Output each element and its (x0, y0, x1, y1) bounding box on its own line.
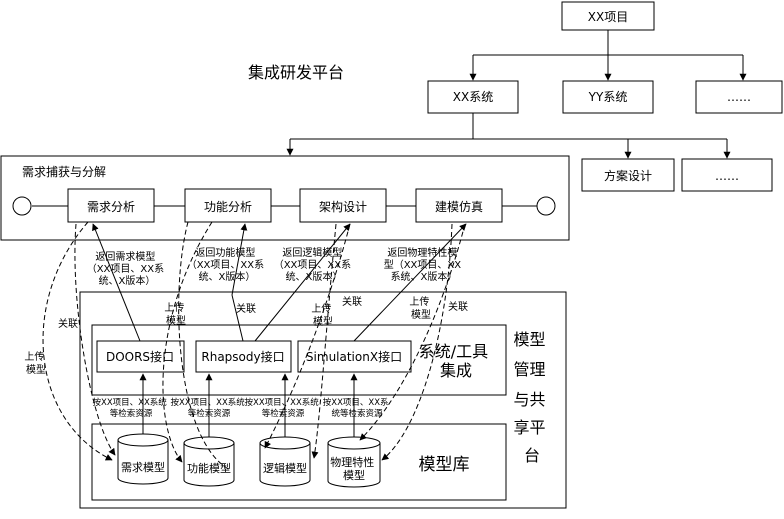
stage-requirements-analysis[interactable] (67, 188, 155, 223)
model-library: 模型库 需求模型 功能模型 逻辑模型 物理特性 模型 (91, 423, 507, 501)
associate-label-2: 关联 (236, 302, 256, 315)
level3-more-label: …… (715, 169, 739, 183)
dashed-connectors (42, 221, 466, 471)
rhapsody-interface-label: Rhapsody接口 (201, 349, 284, 364)
requirements-panel-title: 需求捕获与分解 (22, 164, 106, 179)
stage-function-analysis[interactable] (184, 188, 272, 223)
function-model-db[interactable]: 功能模型 (183, 436, 235, 487)
upload-label-1: 上传 模型 (24, 351, 47, 376)
system-node-more[interactable] (695, 80, 783, 114)
stage-function-analysis-label: 功能分析 (204, 200, 252, 214)
search-note-1: 按XX项目、XX系统 等检索资源 (93, 397, 170, 419)
physical-model-db[interactable]: 物理特性 模型 (327, 436, 381, 488)
upload-label-2: 上传 模型 (164, 302, 187, 327)
stage-modeling-simulation[interactable] (415, 188, 503, 223)
system-node-yy[interactable] (562, 80, 654, 114)
stage-modeling-simulation-label: 建模仿真 (435, 200, 483, 214)
flow-end-node (536, 196, 556, 216)
return-note-function: 返回功能模型 （XX项目、XX系 统、X版本） (187, 246, 268, 283)
rhapsody-interface[interactable] (195, 340, 292, 373)
interfaces-panel: DOORS接口 Rhapsody接口 SimulationX接口 系统/工具 集… (91, 324, 507, 396)
associate-label-3: 关联 (342, 295, 362, 308)
model-library-title: 模型库 (419, 455, 470, 475)
edge-labels: 上传 模型 关联 上传 模型 关联 上传 模型 关联 上传 模型 关联 (24, 295, 468, 376)
return-note-requirements: 返回需求模型 （XX项目、XX系 统、X版本） (87, 250, 168, 287)
level3-more-node[interactable] (681, 158, 773, 192)
associate-label-4: 关联 (448, 300, 468, 313)
search-note-3: 按XX项目、XX系统 等检索资源 (245, 397, 322, 419)
project-node-label: XX项目 (588, 10, 628, 24)
function-model-label: 功能模型 (187, 461, 231, 475)
flow-start-node (12, 196, 32, 216)
associate-label-1: 关联 (58, 317, 78, 330)
return-notes: 返回需求模型 （XX项目、XX系 统、X版本） 返回功能模型 （XX项目、XX系… (87, 246, 465, 287)
project-node-box[interactable] (561, 1, 655, 31)
doors-interface[interactable] (96, 340, 185, 373)
simulationx-interface-label: SimulationX接口 (306, 349, 402, 364)
stage-architecture-design-label: 架构设计 (319, 199, 367, 214)
logic-model-db[interactable]: 逻辑模型 (259, 436, 311, 487)
requirements-model-db[interactable]: 需求模型 (117, 433, 169, 485)
requirements-panel: 需求捕获与分解 需求分析 功能分析 架构设计 建模仿真 (0, 155, 570, 241)
doors-interface-label: DOORS接口 (106, 349, 174, 364)
search-note-4: 按XX项目、XX系 统等检索资源 (323, 397, 392, 419)
model-platform-side-title: 模型 管理 与共 享平 台 (513, 330, 550, 465)
return-note-physical: 返回物理特性模 型（XX项目、XX 系统、X版本） (384, 246, 465, 283)
logic-model-label: 逻辑模型 (263, 461, 307, 475)
scheme-design-node[interactable] (581, 158, 675, 192)
system-node-xx-label: XX系统 (453, 90, 493, 104)
system-node-xx[interactable] (427, 80, 519, 114)
upload-label-3: 上传 模型 (311, 303, 334, 328)
project-hierarchy: XX项目 XX系统 YY系统 …… 方案设计 …… (286, 1, 783, 192)
system-node-yy-label: YY系统 (588, 90, 628, 104)
system-node-more-label: …… (727, 90, 751, 104)
upload-label-4: 上传 模型 (409, 296, 432, 321)
physical-model-label: 物理特性 模型 (330, 455, 378, 482)
stage-requirements-analysis-label: 需求分析 (87, 200, 135, 214)
requirements-model-label: 需求模型 (121, 460, 165, 474)
stage-architecture-design[interactable] (299, 188, 387, 223)
scheme-design-label: 方案设计 (604, 168, 652, 183)
platform-title: 集成研发平台 (248, 63, 344, 82)
